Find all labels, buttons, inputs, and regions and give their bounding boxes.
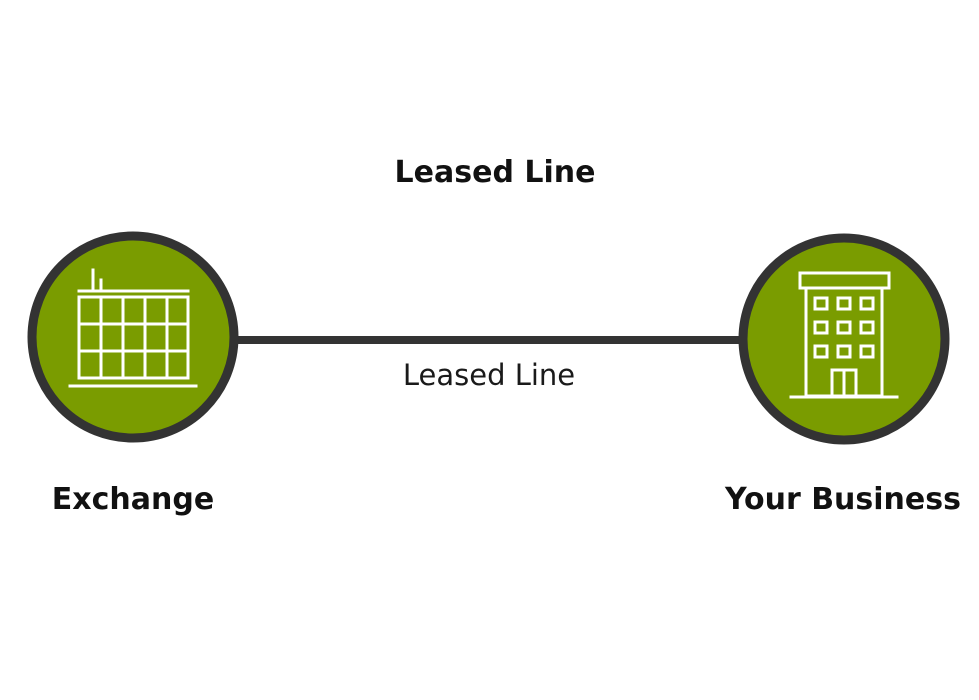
- business-label: Your Business: [725, 482, 961, 517]
- business-node-circle: [738, 233, 950, 445]
- office-building-icon: [68, 268, 198, 388]
- exchange-label: Exchange: [51, 482, 215, 517]
- diagram-title: Leased Line: [394, 155, 596, 190]
- business-node: [738, 233, 950, 445]
- exchange-node-circle: [27, 231, 239, 443]
- connection-label: Leased Line: [402, 358, 576, 392]
- exchange-node: [27, 231, 239, 443]
- tower-building-icon: [789, 271, 899, 399]
